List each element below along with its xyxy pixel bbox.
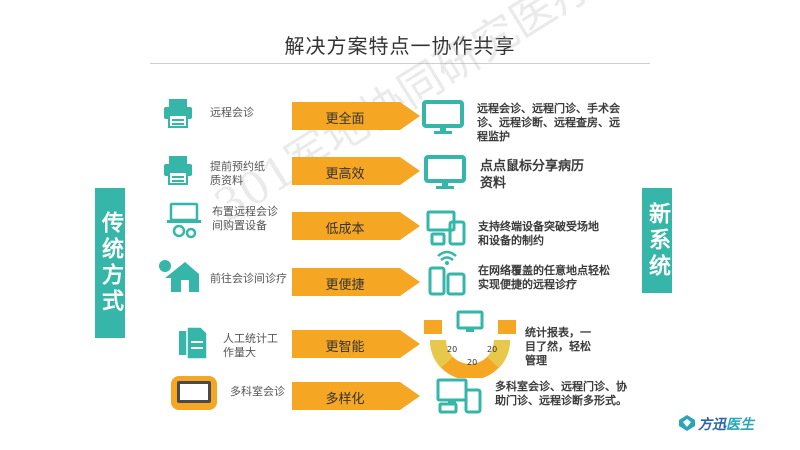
row2-left-text: 提前预约纸质资料	[210, 160, 265, 187]
laptop-gears-icon	[167, 202, 201, 239]
page-title: 解决方案特点一协作共享	[284, 34, 516, 58]
row4-left-text: 前往会诊间诊疗	[210, 272, 287, 285]
row2-right-text: 点点鼠标分享病历资料	[480, 159, 585, 191]
row1-left-text: 远程会诊	[210, 106, 254, 119]
row6-arrow-label: 多样化	[325, 392, 365, 407]
statistics-donut-graphic	[424, 310, 516, 378]
row3-left-text: 布置远程会诊间购置设备	[212, 205, 278, 232]
wifi-mobile-icon	[428, 250, 466, 296]
home-doctor-icon	[159, 260, 199, 292]
brand-logo-icon	[679, 415, 695, 431]
arrow-banner	[292, 157, 420, 185]
row3-arrow-label: 低成本	[325, 222, 365, 237]
arrow-banner	[292, 102, 420, 130]
multi-device-icon	[436, 378, 482, 414]
donut-label-3: 20	[487, 345, 498, 354]
arrow-banner	[292, 330, 420, 358]
row5-arrow-label: 更智能	[325, 340, 365, 355]
row2-arrow-label: 更高效	[325, 167, 365, 182]
monitor-icon	[424, 155, 466, 189]
arrow-banner	[292, 212, 420, 240]
row4-right-text: 在网络覆盖的任意地点轻松实现便捷的远程诊疗	[478, 264, 610, 291]
row6-left-text: 多科室会诊	[230, 385, 285, 398]
row3-right-text: 支持终端设备突破受场地和设备的制约	[478, 220, 599, 247]
row6-right-text: 多科室会诊、远程门诊、协助门诊、远程诊断多形式。	[495, 380, 627, 407]
row4-arrow-label: 更便捷	[325, 278, 365, 293]
printer-icon	[164, 99, 192, 128]
monitor-icon	[422, 100, 464, 134]
row1-right-text: 远程会诊、远程门诊、手术会诊、远程诊断、远程查房、远程监护	[477, 102, 620, 143]
legacy-method-label: 传统方式	[95, 188, 125, 338]
tv-monitor-icon	[171, 376, 217, 410]
row5-left-text: 人工统计工作量大	[223, 332, 278, 359]
row1-arrow-label: 更全面	[325, 112, 365, 127]
row5-right-text: 统计报表，一目了然，轻松管理	[525, 326, 591, 367]
brand-logo: 方迅医生	[698, 417, 754, 433]
arrow-banner	[292, 382, 420, 410]
title-divider	[150, 63, 650, 64]
donut-label-1: 20	[447, 345, 458, 354]
printer-icon	[164, 156, 192, 185]
documents-icon	[179, 326, 208, 360]
donut-label-2: 20	[467, 358, 478, 367]
multi-device-icon	[426, 210, 466, 246]
new-system-label: 新系统	[642, 188, 672, 293]
arrow-banner	[292, 268, 420, 296]
